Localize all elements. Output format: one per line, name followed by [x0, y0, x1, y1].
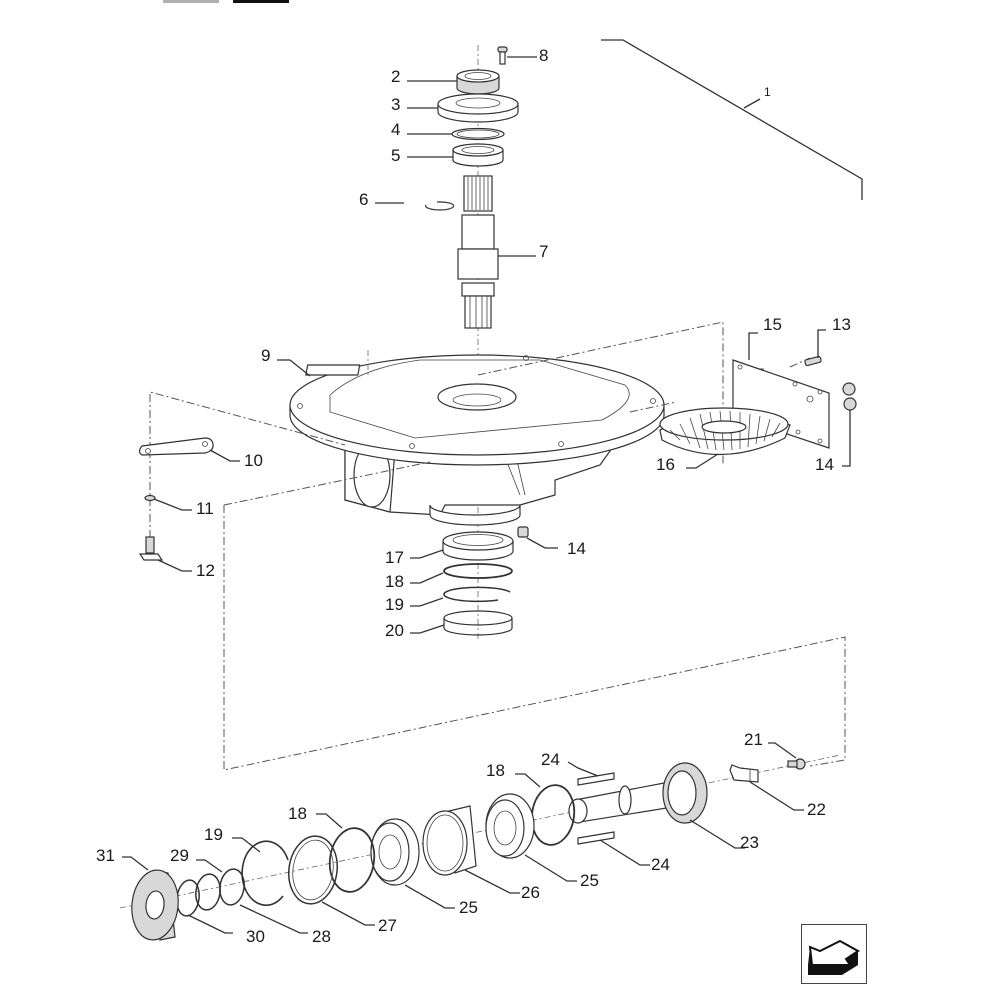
callout-17[interactable]: 17	[385, 548, 404, 567]
callout-24a[interactable]: 24	[541, 750, 560, 769]
callout-25a[interactable]: 25	[459, 898, 478, 917]
callout-18b[interactable]: 18	[486, 761, 505, 780]
part-24-key-top[interactable]: 24	[541, 750, 615, 786]
callout-28[interactable]: 28	[312, 927, 331, 946]
part-5-bearing[interactable]: 5	[391, 143, 504, 167]
part-17-bearing[interactable]: 17	[385, 531, 514, 567]
callout-18c[interactable]: 18	[288, 804, 307, 823]
callout-7[interactable]: 7	[539, 242, 548, 261]
callout-10[interactable]: 10	[244, 451, 263, 470]
part-18-o-ring[interactable]: 18	[385, 563, 513, 591]
part-20-sleeve[interactable]: 20	[385, 610, 513, 640]
callout-18a[interactable]: 18	[385, 572, 404, 591]
callout-4[interactable]: 4	[391, 120, 400, 139]
callout-2[interactable]: 2	[391, 67, 400, 86]
callout-14b[interactable]: 14	[567, 539, 586, 558]
part-7-shaft[interactable]: 7	[457, 175, 548, 329]
part-10-plate[interactable]: 10	[138, 437, 263, 470]
top-tab-gray[interactable]	[163, 0, 219, 3]
part-14-plug-lower[interactable]: 14	[517, 526, 586, 558]
part-18-o-ring-c[interactable]: 18	[288, 804, 378, 895]
assembly-bracket: 1	[601, 39, 863, 200]
callout-5[interactable]: 5	[391, 146, 400, 165]
callout-1[interactable]: 1	[764, 85, 771, 99]
callout-9[interactable]: 9	[261, 346, 270, 365]
part-26-spacer[interactable]: 26	[422, 805, 540, 902]
part-4-ring[interactable]: 4	[391, 120, 505, 141]
part-19-circlip[interactable]: 19	[385, 586, 511, 614]
part-11-washer[interactable]: 11	[144, 494, 214, 519]
callout-19b[interactable]: 19	[204, 825, 223, 844]
callout-11[interactable]: 11	[196, 499, 214, 518]
part-28-ring[interactable]: 28	[218, 868, 331, 946]
part-25-bearing-a[interactable]: 25	[370, 818, 478, 917]
callout-27[interactable]: 27	[378, 916, 397, 935]
arrow-back-icon	[808, 939, 860, 975]
callout-13[interactable]: 13	[832, 315, 851, 334]
callout-29[interactable]: 29	[170, 846, 189, 865]
part-14-plugs[interactable]: 14	[815, 382, 857, 474]
part-27-ring[interactable]: 27	[285, 833, 397, 935]
part-25-bearing-b[interactable]: 25	[485, 793, 599, 890]
callout-12[interactable]: 12	[196, 561, 215, 580]
part-29-ring[interactable]: 29	[170, 846, 223, 911]
part-3-flange[interactable]: 3	[391, 93, 519, 123]
top-tab-black[interactable]	[233, 0, 289, 3]
part-19-circlip-b[interactable]: 19	[204, 825, 289, 906]
callout-31[interactable]: 31	[96, 846, 115, 865]
part-22-bracket[interactable]: 22	[729, 764, 826, 819]
callout-3[interactable]: 3	[391, 95, 400, 114]
part-21-screw[interactable]: 21	[744, 730, 806, 770]
part-23-pinion-shaft[interactable]: 23	[568, 762, 759, 852]
callout-22[interactable]: 22	[807, 800, 826, 819]
part-13-screw[interactable]: 13	[804, 315, 851, 367]
callout-16[interactable]: 16	[656, 455, 675, 474]
callout-8[interactable]: 8	[539, 46, 548, 65]
callout-20[interactable]: 20	[385, 621, 404, 640]
nav-back-button[interactable]	[801, 924, 867, 984]
callout-6[interactable]: 6	[359, 190, 368, 209]
part-2-seal[interactable]: 2	[391, 67, 500, 95]
part-6-snap-ring[interactable]: 6	[359, 190, 455, 211]
callout-26[interactable]: 26	[521, 883, 540, 902]
part-24-key-bottom[interactable]: 24	[577, 831, 670, 874]
callout-19a[interactable]: 19	[385, 595, 404, 614]
horizontal-axis	[119, 754, 841, 909]
part-12-bolt[interactable]: 12	[138, 536, 215, 580]
part-8-screw[interactable]: 8	[497, 46, 548, 65]
part-31-washer[interactable]: 31	[96, 846, 182, 942]
part-16-bevel-gear[interactable]: 16	[656, 407, 791, 474]
callout-23[interactable]: 23	[740, 833, 759, 852]
part-15-cover-plate[interactable]: 15	[732, 315, 830, 449]
callout-24b[interactable]: 24	[651, 855, 670, 874]
callout-25b[interactable]: 25	[580, 871, 599, 890]
callout-14a[interactable]: 14	[815, 455, 834, 474]
callout-30[interactable]: 30	[246, 927, 265, 946]
callout-21[interactable]: 21	[744, 730, 763, 749]
part-9-housing[interactable]: 9	[261, 346, 665, 526]
callout-15[interactable]: 15	[763, 315, 782, 334]
